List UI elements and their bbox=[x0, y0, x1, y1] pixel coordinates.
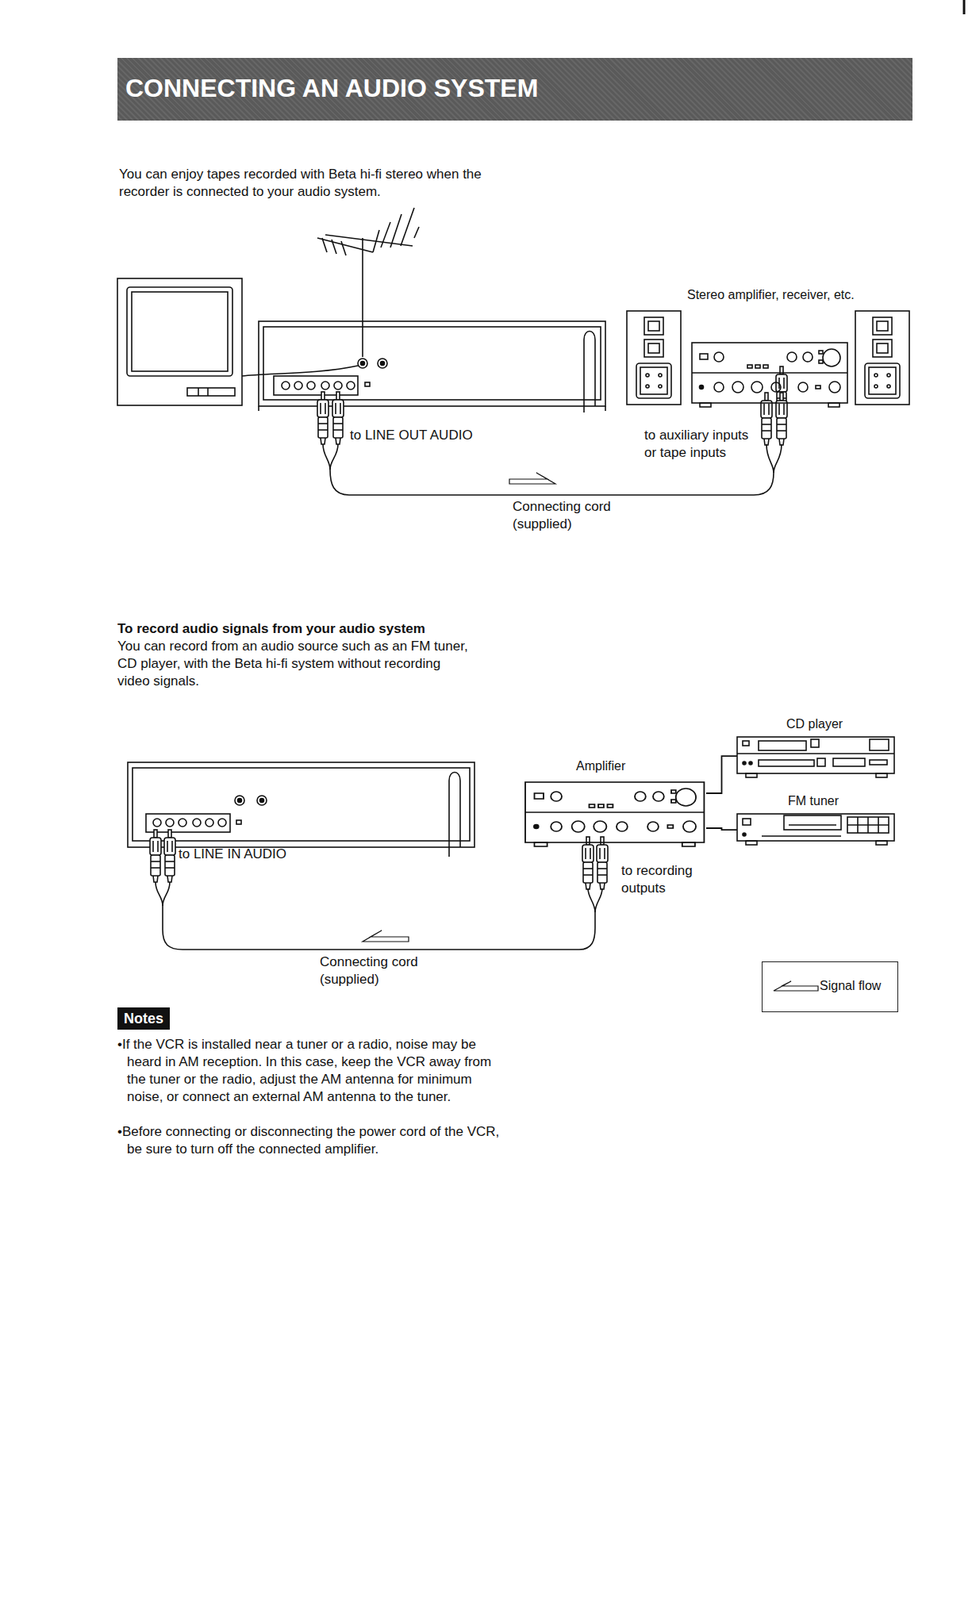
cd-player bbox=[737, 737, 895, 778]
notes-heading: Notes bbox=[117, 1007, 170, 1030]
section-text: You can record from an audio source such… bbox=[117, 637, 473, 691]
vcr bbox=[127, 762, 475, 848]
title-band: CONNECTING AN AUDIO SYSTEM bbox=[117, 57, 913, 121]
jack-label: to auxiliary inputs or tape inputs bbox=[644, 426, 756, 462]
legend-box: Signal flow bbox=[761, 961, 899, 1013]
cord-label: Connecting cord (supplied) bbox=[319, 953, 447, 989]
tv bbox=[117, 278, 243, 406]
fm-tuner-box: FM tuner bbox=[737, 793, 895, 845]
legend-sample bbox=[772, 979, 820, 993]
cord-label: Connecting cord (supplied) bbox=[512, 498, 640, 534]
section-heading: To record audio signals from your audio … bbox=[117, 620, 562, 638]
antenna bbox=[317, 207, 419, 358]
note: •Before connecting or disconnecting the … bbox=[117, 1123, 508, 1159]
device-label: CD player bbox=[784, 716, 845, 733]
device-label: Stereo amplifier, receiver, etc. bbox=[685, 287, 857, 304]
vcr bbox=[258, 321, 606, 407]
note: •If the VCR is installed near a tuner or… bbox=[117, 1036, 508, 1107]
jack-label: to LINE OUT AUDIO bbox=[349, 426, 493, 445]
amplifier-group: Stereo amplifier, receiver, etc. bbox=[625, 287, 911, 408]
title: CONNECTING AN AUDIO SYSTEM bbox=[125, 73, 538, 103]
jack-label: to recording outputs bbox=[621, 862, 717, 898]
signal-arrow bbox=[509, 472, 556, 485]
cable bbox=[706, 828, 738, 830]
intro-text: You can enjoy tapes recorded with Beta h… bbox=[119, 165, 500, 201]
cd-player-box: CD player bbox=[737, 716, 895, 777]
legend-text: Signal flow bbox=[819, 978, 881, 995]
device-label: FM tuner bbox=[786, 793, 841, 810]
device-label: Amplifier bbox=[574, 758, 627, 775]
jack-label: to LINE IN AUDIO bbox=[178, 845, 322, 864]
fm-tuner bbox=[737, 814, 895, 846]
cable bbox=[706, 756, 738, 794]
signal-arrow bbox=[362, 930, 409, 942]
amplifier-box: Amplifier bbox=[523, 758, 707, 846]
